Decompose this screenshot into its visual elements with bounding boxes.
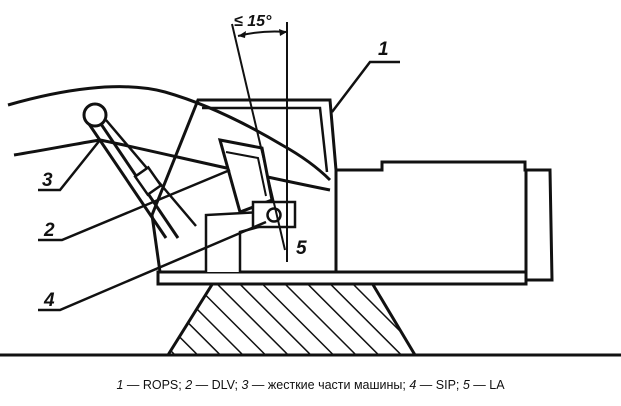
engine-housing: [334, 160, 554, 282]
angle-label: ≤ 15°: [234, 13, 272, 30]
label-rigid-parts: 3: [42, 170, 53, 191]
tilted-reference-line: [231, 23, 286, 251]
label-sip: 4: [43, 290, 55, 311]
boom-pivot: [82, 102, 108, 128]
leader-sip: [38, 220, 267, 312]
label-dlv: 2: [43, 220, 55, 241]
undercarriage-hatched: [165, 281, 418, 357]
figure-caption: 1 — ROPS; 2 — DLV; 3 — жесткие части маш…: [116, 378, 505, 392]
boom-rigid-part: [7, 85, 332, 182]
leader-rigid-parts: [38, 139, 101, 192]
leader-dlv: [38, 168, 231, 242]
leader-rops: [331, 60, 400, 113]
label-la: 5: [296, 238, 307, 259]
label-rops: 1: [378, 39, 389, 60]
platform: [156, 270, 528, 286]
cab-roof-inner: [202, 106, 329, 173]
hydraulic-cylinder: [133, 165, 163, 197]
